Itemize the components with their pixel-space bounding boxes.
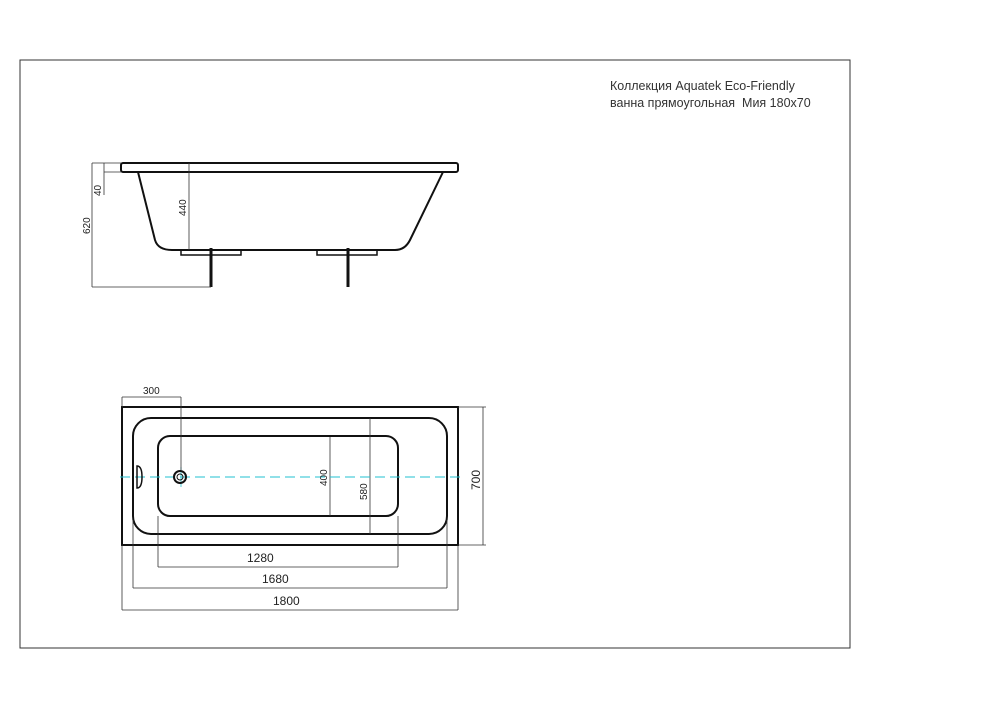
tub-bottom [157, 435, 399, 517]
dim-40: 40 [93, 184, 104, 196]
dim-400: 400 [319, 469, 330, 486]
overflow-icon [136, 465, 143, 489]
dim-300: 300 [143, 386, 160, 397]
drawing-frame [19, 59, 851, 649]
dim-1680: 1680 [262, 572, 289, 586]
dim-440: 440 [178, 199, 189, 216]
drawing-title: Коллекция Aquatek Eco-Friendly ванна прям… [610, 78, 811, 112]
top-view [120, 396, 486, 611]
title-line-2: ванна прямоугольная Мия 180х70 [610, 96, 811, 110]
tub-rim [120, 162, 459, 173]
drain-icon [173, 470, 187, 484]
dim-1280: 1280 [247, 551, 274, 565]
dim-1800: 1800 [273, 594, 300, 608]
tub-body [137, 171, 444, 251]
dim-700: 700 [469, 470, 483, 490]
dim-620: 620 [82, 217, 93, 234]
tub-outline [121, 406, 459, 546]
dim-580: 580 [359, 483, 370, 500]
title-line-1: Коллекция Aquatek Eco-Friendly [610, 79, 795, 93]
tub-inner-edge [132, 417, 448, 535]
side-view [91, 162, 459, 288]
